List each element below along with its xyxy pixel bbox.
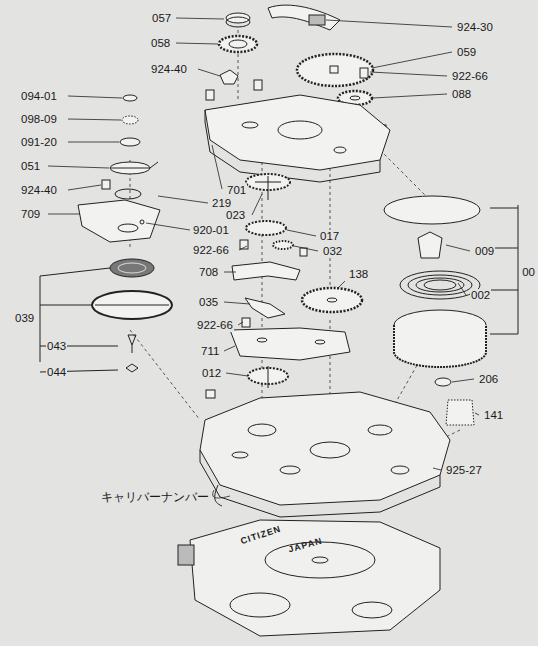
callout-number: 057 [151,12,172,25]
callout-number: 138 [348,268,369,281]
callout-number: 032 [322,245,343,258]
callout-number: 922-66 [192,244,230,257]
callout-number: 017 [319,230,340,243]
callout-number: 043 [46,340,67,353]
callout-number: 206 [478,373,499,386]
callout-number: 059 [456,46,477,59]
callout-number: 088 [451,88,472,101]
callout-number: 058 [150,37,171,50]
callout-number: 922-66 [451,70,489,83]
callout-number: 012 [201,367,222,380]
callout-number: 708 [198,266,219,279]
callout-number: 924-40 [20,184,58,197]
callout-number: 002 [470,289,491,302]
callout-number: 925-27 [445,464,483,477]
callout-number: 701 [226,184,247,197]
callout-number: 920-01 [192,224,230,237]
callout-number: 924-30 [456,21,494,34]
callout-number: 051 [20,160,41,173]
callout-number: 711 [200,345,220,358]
callout-number: 141 [483,409,504,422]
callout-number: 039 [14,312,35,325]
callout-number: 009 [474,245,495,258]
callout-number: 094-01 [20,90,58,103]
callout-number: 00 [521,266,536,279]
callout-number: 091-20 [20,136,58,149]
callout-number: 924-40 [150,63,188,76]
callout-number: 023 [225,209,246,222]
callout-number: 922-66 [196,319,234,332]
caliber-note: キャリバーナンバー [100,491,210,504]
callout-number: 035 [198,296,219,309]
callout-number: 044 [46,366,67,379]
callout-number: 709 [20,208,41,221]
callout-number: 098-09 [20,113,58,126]
